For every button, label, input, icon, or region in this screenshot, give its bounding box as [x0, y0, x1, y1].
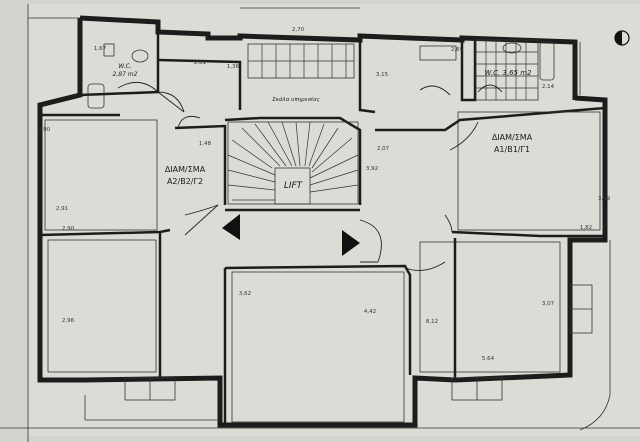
dimension: 8,12 [426, 319, 438, 325]
apartment-left-label-1: ΔΙΑΜ/ΣΜΑ [165, 165, 206, 174]
dimension: 4,42 [364, 309, 376, 315]
dimension-labels: 2,70 1,67 2,01 1,36 3,15 2,69 2,14 1,48 … [38, 27, 611, 362]
dimension: 2,70 [292, 27, 305, 33]
dimension: 2,07 [377, 146, 390, 152]
dimension: 3,15 [376, 72, 389, 78]
dimension: 2,91 [56, 206, 68, 212]
main-staircase [227, 121, 359, 205]
apartment-right-label-2: Α1/Β1/Γ1 [494, 145, 530, 154]
balcony-doors [124, 284, 593, 401]
dimension: 2,14 [542, 84, 555, 90]
dimension: 3,92 [366, 166, 378, 172]
left-triangle-marker [222, 214, 240, 240]
dimension: 5,64 [482, 356, 495, 362]
dimension: 2,69 [451, 47, 464, 53]
dimension: 3,99 [598, 196, 611, 202]
dimension: 3,07 [542, 301, 555, 307]
wc-left-fixtures [87, 43, 149, 109]
apartment-left-label-2: Α2/Β2/Γ2 [167, 177, 203, 186]
lift-label: LIFT [284, 181, 304, 191]
north-arrow-icon [614, 30, 630, 46]
wc-left-label: W.C. [118, 63, 132, 70]
right-triangle-marker [342, 230, 360, 256]
dimension: 2,96 [62, 318, 75, 324]
wc-right-fixtures [419, 39, 555, 101]
dimension: 1,48 [199, 141, 212, 147]
doors [117, 82, 503, 271]
exterior-lines [28, 7, 611, 431]
service-staircase [247, 43, 355, 79]
dimension: 2,01 [194, 60, 206, 66]
service-stairs-label: Σκάλα υπηρεσίας [272, 96, 320, 103]
dimension: 1,82 [580, 225, 592, 231]
room-outlines [44, 111, 601, 423]
dimension: 1,36 [227, 64, 240, 70]
wc-left-area: 2,87 m2 [113, 71, 138, 78]
dimension: 2,90 [62, 226, 75, 232]
wc-right-label: W.C. 3,65 m2 [485, 69, 533, 77]
apartment-right-label-1: ΔΙΑΜ/ΣΜΑ [492, 133, 533, 142]
dimension: 1,67 [94, 46, 107, 52]
dimension: 0,90 [38, 127, 51, 133]
dimension: 3,62 [239, 291, 251, 297]
